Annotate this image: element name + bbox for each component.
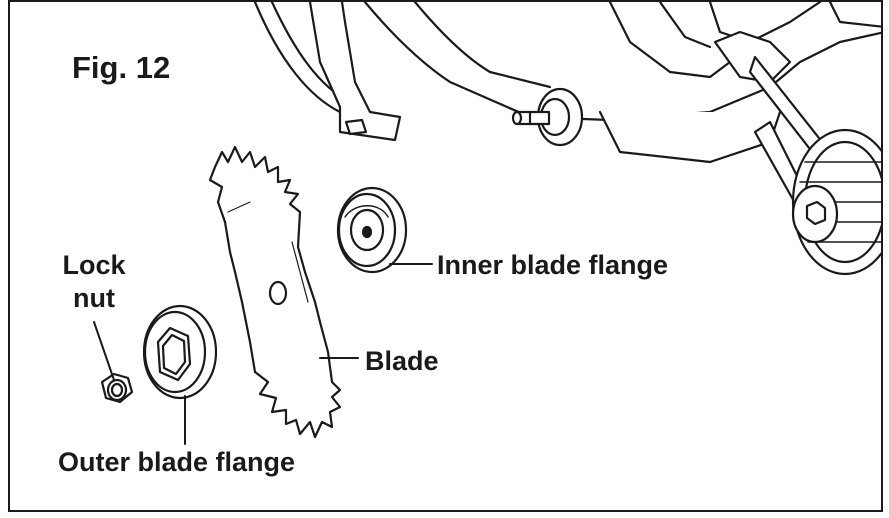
leader-lines — [93, 263, 433, 445]
exploded-view-drawing — [93, 2, 881, 445]
lock-nut-part — [100, 372, 134, 404]
inner-blade-flange-part — [336, 186, 408, 274]
outer-blade-flange-part — [142, 304, 218, 400]
leader-lock-nut — [93, 321, 115, 381]
label-lock-nut-line2: nut — [73, 283, 115, 313]
label-lock-nut: Lock nut — [54, 252, 134, 312]
label-outer-blade-flange: Outer blade flange — [58, 447, 296, 477]
wheel — [791, 128, 881, 276]
label-inner-blade-flange: Inner blade flange — [437, 250, 669, 280]
spindle-shaft — [511, 87, 584, 147]
label-lock-nut-line1: Lock — [62, 250, 126, 280]
figure-frame: Fig. 12 Inner blade flange Blade Outer b… — [8, 0, 883, 512]
label-blade: Blade — [365, 346, 439, 376]
blade-part — [208, 145, 342, 439]
figure-title: Fig. 12 — [72, 50, 171, 85]
